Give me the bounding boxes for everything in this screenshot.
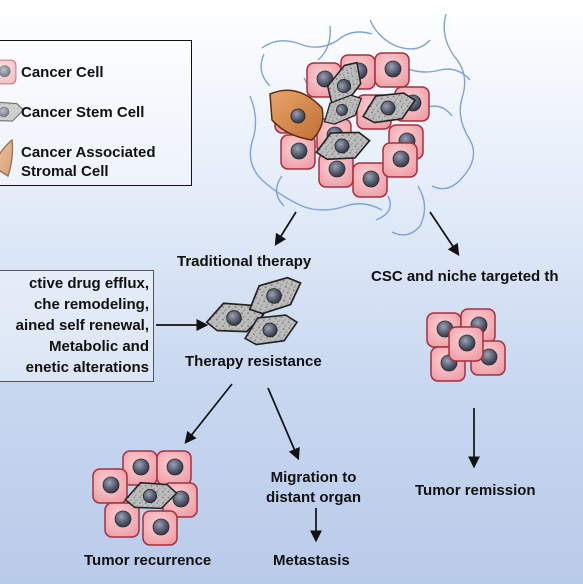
label-therapy-resistance: Therapy resistance bbox=[185, 353, 322, 370]
resistance-mechanisms-box: ctive drug efflux, che remodeling, ained… bbox=[0, 270, 154, 382]
label-tumor-remission: Tumor remission bbox=[415, 482, 536, 499]
legend-label-cancer-cell: Cancer Cell bbox=[21, 64, 104, 81]
mechanism-line: Metabolic and bbox=[48, 338, 149, 355]
mechanism-line: ained self renewal, bbox=[15, 317, 149, 334]
legend-label-stem-cell: Cancer Stem Cell bbox=[21, 104, 145, 121]
legend-stromal-cell-icon bbox=[0, 138, 14, 178]
label-migration: Migration to distant organ bbox=[266, 469, 362, 506]
primary-tumor-mass bbox=[269, 52, 430, 198]
recurrence-cluster bbox=[92, 450, 198, 546]
legend-label-stromal-cell: Cancer Associated Stromal Cell bbox=[21, 144, 156, 180]
label-metastasis: Metastasis bbox=[273, 552, 350, 569]
remission-cluster bbox=[426, 308, 506, 382]
vessel-network bbox=[249, 13, 475, 236]
mechanism-line: enetic alterations bbox=[25, 359, 149, 376]
resistant-stem-cells bbox=[205, 271, 308, 349]
mechanism-line: ctive drug efflux, bbox=[28, 275, 149, 292]
label-targeted-therapy: CSC and niche targeted th bbox=[371, 268, 559, 285]
label-traditional-therapy: Traditional therapy bbox=[177, 253, 312, 270]
mechanism-line: che remodeling, bbox=[33, 296, 149, 313]
label-tumor-recurrence: Tumor recurrence bbox=[84, 552, 212, 569]
legend-box: Cancer Cell Cancer Stem Cell Cancer Asso… bbox=[0, 40, 192, 186]
